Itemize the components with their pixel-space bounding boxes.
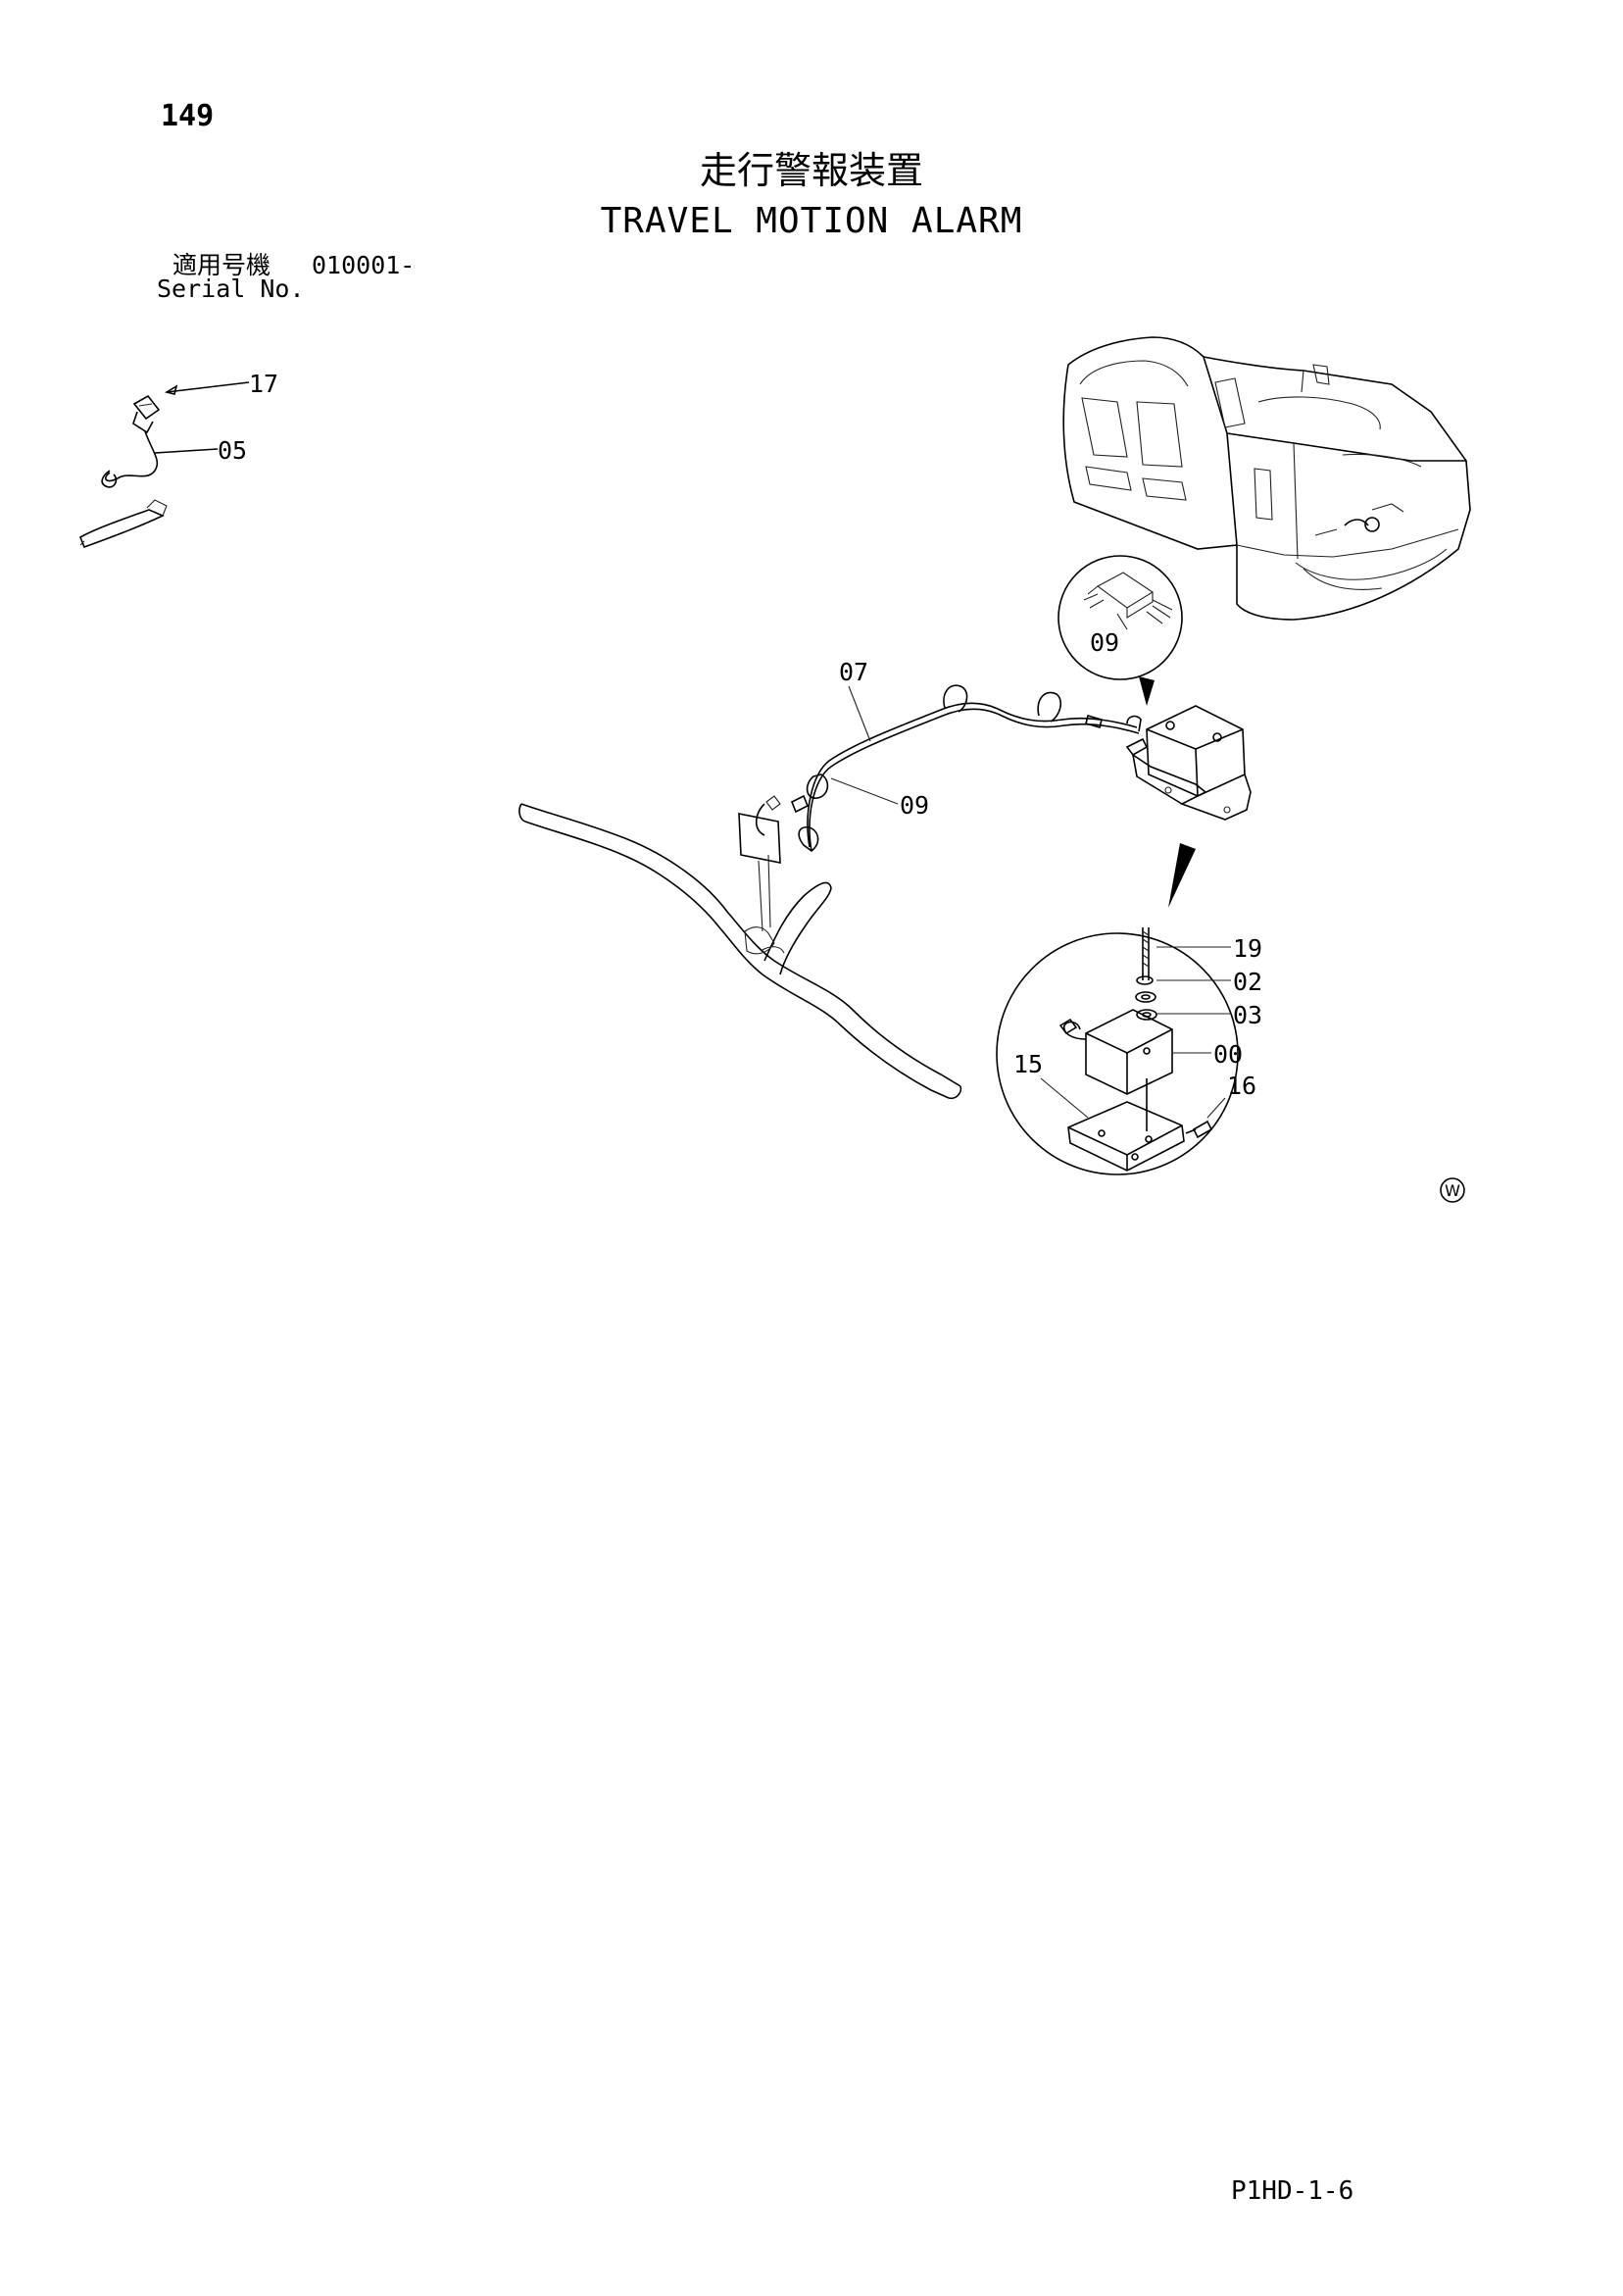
serial-label-japanese: 適用号機: [172, 251, 271, 279]
title-japanese: 走行警報装置: [699, 149, 923, 192]
excavator-overview-drawing: [1062, 336, 1471, 621]
page-number: 149: [161, 99, 215, 133]
callout-16: 16: [1227, 1072, 1256, 1100]
callout-09-detail: 09: [1090, 628, 1119, 657]
detail-circle-alarm-mounting: [996, 927, 1239, 1175]
callout-17: 17: [249, 370, 278, 398]
callout-15: 15: [1013, 1050, 1043, 1078]
mark-letter: W: [1445, 1181, 1460, 1200]
frame-rail-drawing: [518, 803, 962, 1100]
serial-number-value: 010001-: [312, 251, 416, 279]
circled-w-mark: W: [1440, 1177, 1465, 1203]
detail-circle-09: [1057, 555, 1183, 706]
callout-09-main: 09: [900, 791, 929, 820]
callout-00: 00: [1213, 1040, 1243, 1069]
connector-harness-drawing: [78, 381, 250, 549]
title-english: TRAVEL MOTION ALARM: [600, 201, 1023, 241]
harness-assembly-drawing: [738, 684, 1252, 908]
callout-05: 05: [218, 436, 247, 465]
serial-label-english: Serial No.: [157, 275, 305, 303]
callout-leaders-main: [830, 685, 899, 805]
callout-19: 19: [1233, 934, 1262, 963]
callout-07: 07: [839, 658, 868, 686]
callout-02: 02: [1233, 968, 1262, 996]
callout-03: 03: [1233, 1001, 1262, 1029]
page-code: P1HD-1-6: [1231, 2176, 1354, 2206]
